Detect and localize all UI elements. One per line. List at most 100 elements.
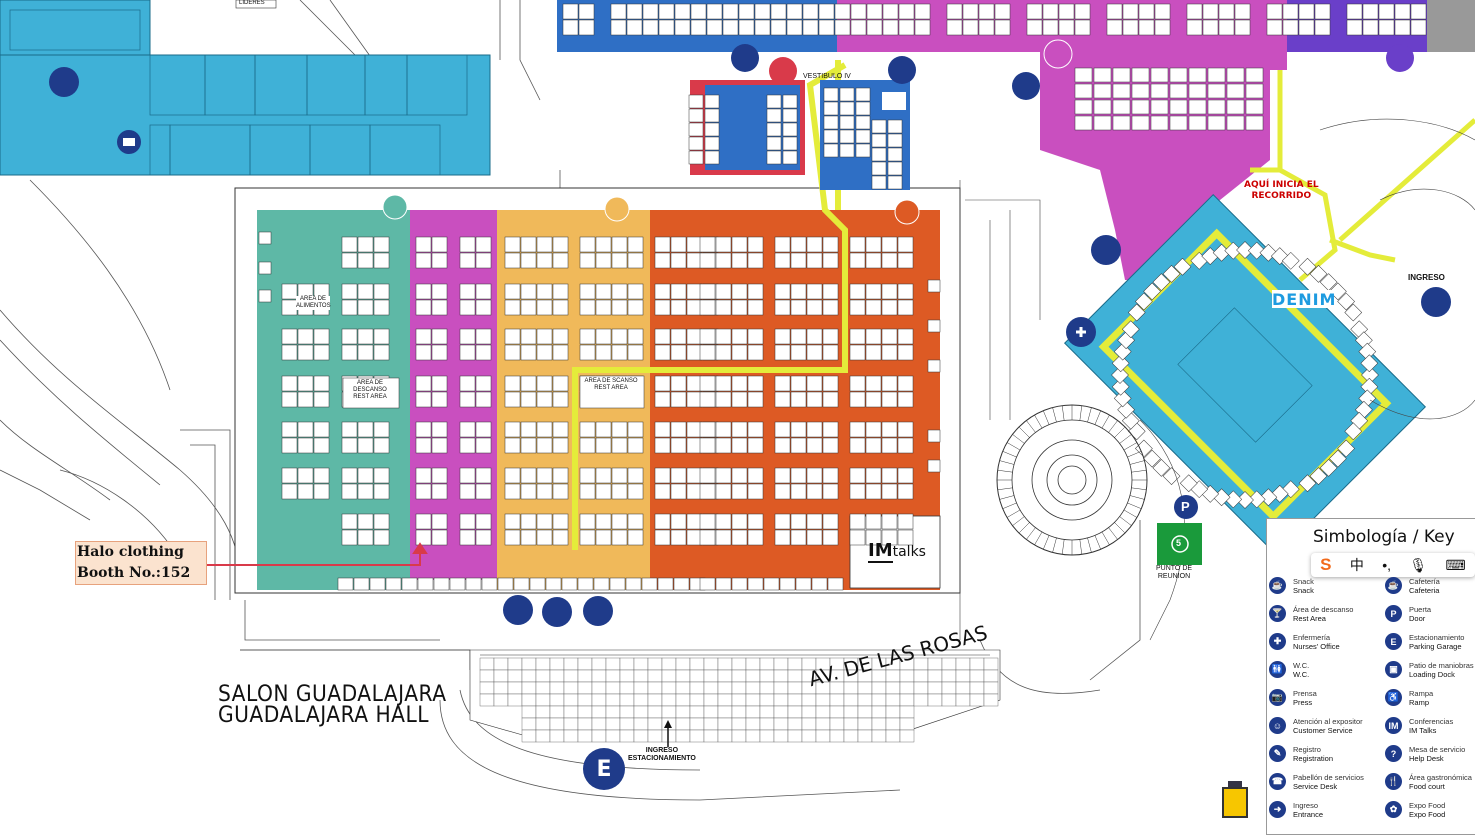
parking-cell [535,705,551,719]
parking-cell [619,657,635,671]
booth [536,328,553,345]
parking-checker [479,657,999,743]
booth [1207,115,1226,131]
booth [627,513,644,530]
booth [1154,19,1171,36]
parking-cell [857,693,873,707]
parking-cell [899,705,915,719]
top-wc-icons [731,39,1414,100]
booth [823,101,839,116]
circle-tick [1127,451,1142,458]
ime-chinese-icon[interactable]: 中 [1349,557,1364,573]
booth [822,421,839,438]
booth [881,513,898,530]
denim-area [1063,193,1427,557]
parking-cell [507,693,523,707]
parking-cell [731,669,747,683]
booth [865,513,882,530]
parking-cell [731,717,747,731]
booth [611,283,628,300]
parking-cell [633,681,649,695]
parking-cell [591,693,607,707]
parking-cell [633,729,649,743]
booth [806,513,823,530]
rest-area-icon: 🍸 [1269,605,1286,622]
booth [520,483,537,500]
parking-cell [871,693,887,707]
booth [1169,99,1188,115]
wc-icon: 🚻 [1269,661,1286,678]
parking-cell [675,669,691,683]
legend-text-es: Expo Food [1409,801,1446,810]
parking-cell [549,681,565,695]
parking-cell [479,669,495,683]
customer-service-icon: ☺ [1269,717,1286,734]
parking-cell [591,717,607,731]
booth [699,391,716,408]
booth [579,299,596,316]
booth [536,283,553,300]
booth [475,467,492,484]
ime-punct-icon[interactable]: •, [1382,557,1392,573]
booth [887,147,903,162]
booth [475,437,492,454]
front-booth [811,577,828,591]
circle-tick [1127,502,1142,509]
circle-tick [1061,539,1065,555]
booth [1245,67,1264,83]
parking-cell [969,681,985,695]
booth [415,328,432,345]
legend-text-es: Mesa de servicio [1409,745,1466,754]
booth [1247,241,1266,260]
booth [1074,99,1093,115]
booth [654,375,671,392]
booth [882,3,899,20]
booth-callout[interactable]: Halo clothing Booth No.:152 [75,541,207,585]
ime-mic-icon[interactable]: 🎙 [1409,556,1428,573]
parking-cell [647,657,663,671]
booth [504,252,521,269]
booth [806,283,823,300]
booth [579,467,596,484]
ime-keyboard-icon[interactable]: ⌨ [1445,556,1466,573]
booth [1344,422,1363,441]
front-booth [779,577,796,591]
booth [654,236,671,253]
parking-cell [703,693,719,707]
parking-cell [927,669,943,683]
booth [1152,273,1171,291]
parking-cell [871,705,887,719]
legend-text-es: Estacionamiento [1409,633,1465,642]
parking-cell [773,717,789,731]
booth [699,529,716,546]
booth [715,299,732,316]
booth [1344,303,1363,322]
circle-tick [1026,420,1036,433]
parking-cell [633,669,649,683]
press-icon: 📷 [1269,689,1286,706]
booth [822,529,839,546]
tour-start-label: AQUÍ INICIA EL RECORRIDO [1244,180,1319,201]
booth [881,252,898,269]
booth [670,328,687,345]
parking-cell [801,729,817,743]
front-booth [337,577,354,591]
booth [459,529,476,546]
food-court-icon: 🍴 [1385,773,1402,790]
parking-cell [605,657,621,671]
parking-cell [689,669,705,683]
parking-cell [521,669,537,683]
ime-toolbar[interactable]: S 中 •, 🎙 ⌨ [1311,553,1475,577]
ime-logo-icon[interactable]: S [1320,555,1332,574]
booth [731,252,748,269]
booth [786,3,803,20]
parking-cell [955,669,971,683]
parking-cell [773,681,789,695]
booth [731,529,748,546]
front-booth [433,577,450,591]
booth [1337,439,1355,458]
booth [849,252,866,269]
